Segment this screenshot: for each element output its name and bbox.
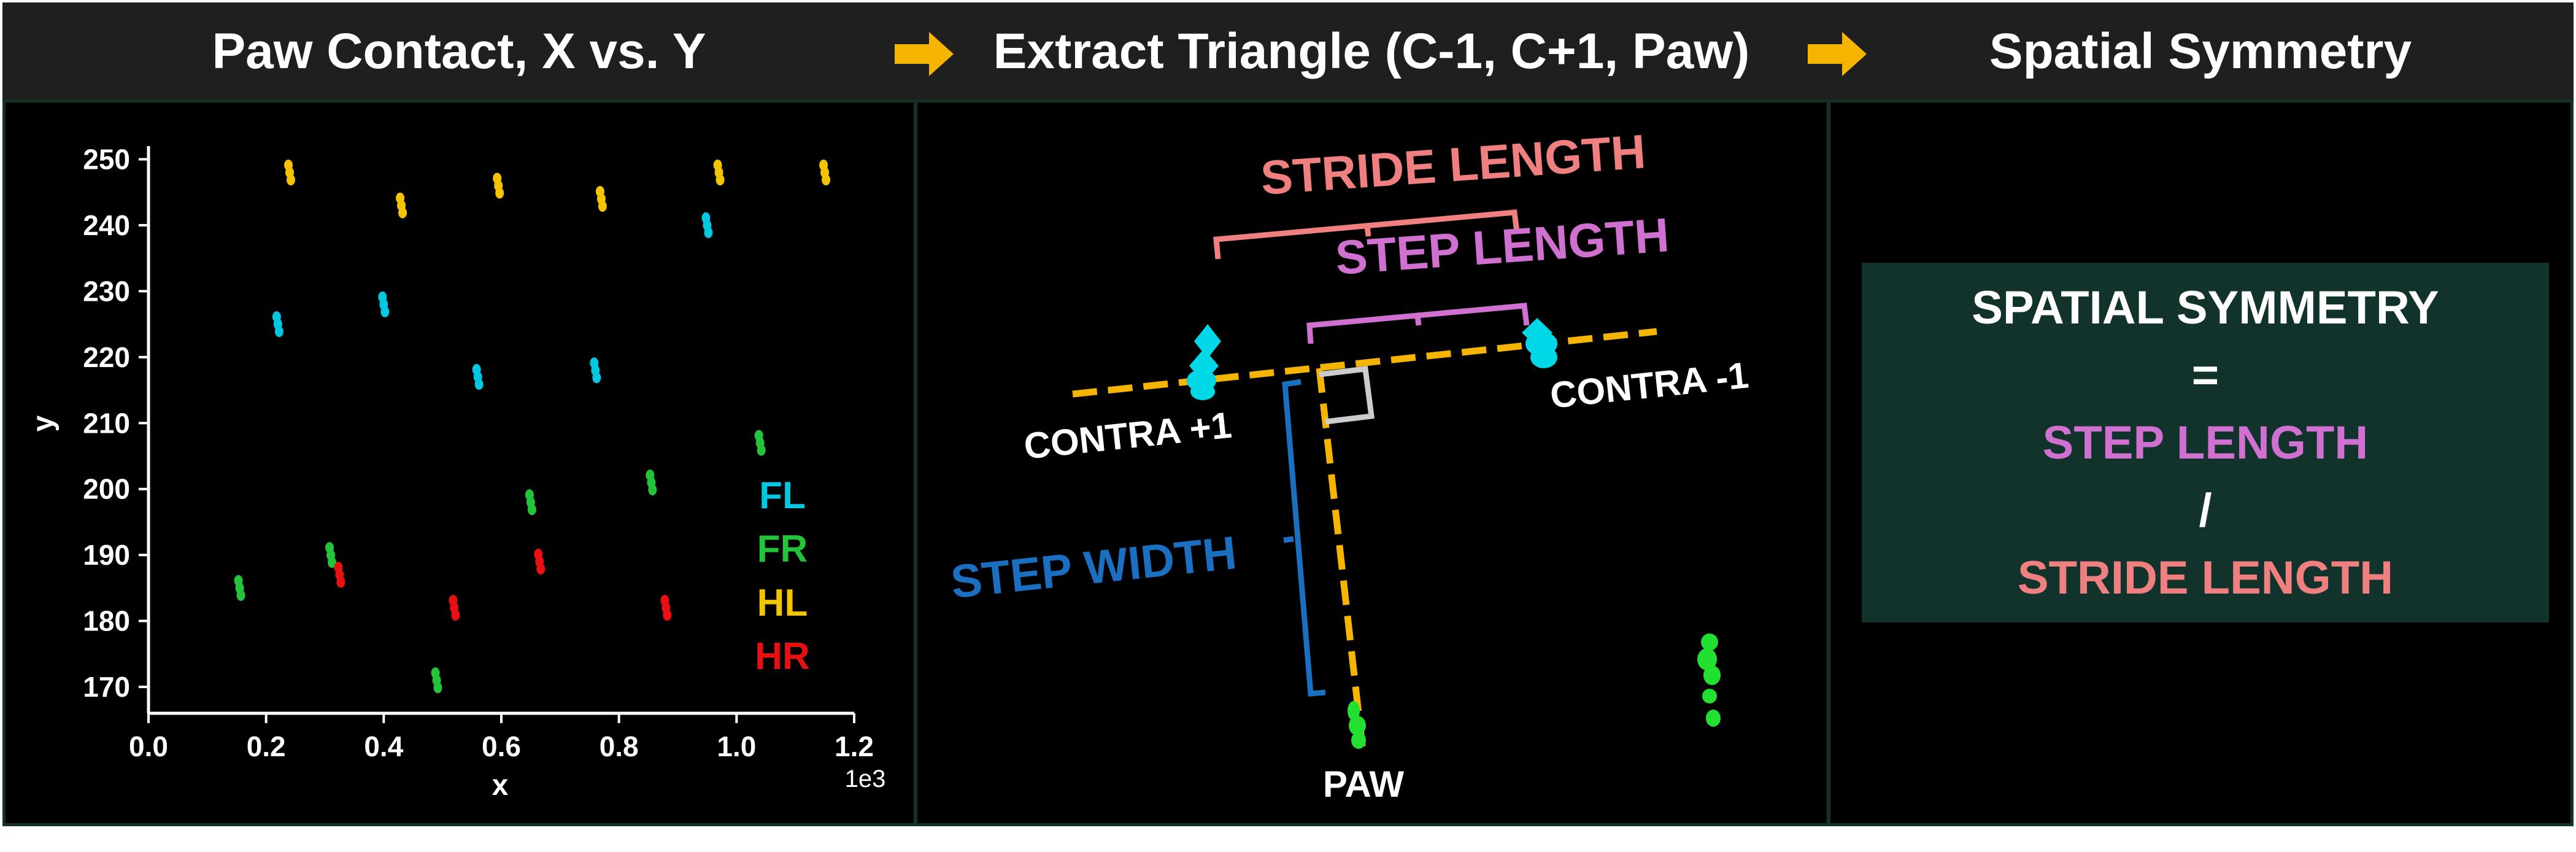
data-point-fr <box>431 667 442 694</box>
data-point-fr <box>754 430 766 456</box>
contra-minus-paw <box>1522 318 1557 368</box>
data-point-hl <box>819 159 831 185</box>
formula-numerator: STEP LENGTH <box>2042 417 2369 469</box>
data-point-fr <box>234 575 245 601</box>
extra-paw-cluster <box>1697 633 1721 727</box>
x-axis-label: x <box>492 769 509 802</box>
header-bar-3: Spatial Symmetry <box>1827 2 2574 101</box>
data-point-fl <box>701 212 713 238</box>
header-bar-1: Paw Contact, X vs. Y <box>2 2 916 101</box>
data-point-fr <box>325 542 337 568</box>
paw-point <box>1348 701 1366 749</box>
contra-plus-paw <box>1187 324 1221 400</box>
y-tick-label: 200 <box>83 473 130 505</box>
contra-line <box>1072 328 1657 398</box>
y-tick-label: 170 <box>83 671 130 703</box>
y-tick-label: 230 <box>83 275 130 307</box>
formula-denominator: STRIDE LENGTH <box>2017 552 2394 604</box>
header-bar-2: Extract Triangle (C-1, C+1, Paw) <box>916 2 1827 101</box>
panel1-title: Paw Contact, X vs. Y <box>212 23 706 79</box>
width-label: STEP WIDTH <box>949 527 1240 608</box>
data-point-hl <box>284 159 295 185</box>
x-tick-label: 0.4 <box>364 730 403 762</box>
x-tick-label: 0.0 <box>129 730 168 762</box>
x-tick-label: 1.2 <box>835 730 874 762</box>
y-axis-label: y <box>27 415 60 432</box>
formula-divide: / <box>2199 484 2212 536</box>
right-angle-marker <box>1319 366 1375 425</box>
x-tick-label: 1.0 <box>717 730 756 762</box>
y-tick-label: 190 <box>83 539 130 571</box>
y-tick-label: 180 <box>83 605 130 637</box>
data-point-hl <box>396 192 407 219</box>
formula-equals: = <box>2191 349 2219 401</box>
x-axis-scale-note: 1e3 <box>845 765 886 792</box>
x-tick-label: 0.2 <box>247 730 286 762</box>
panel2-title: Extract Triangle (C-1, C+1, Paw) <box>993 23 1750 79</box>
data-point-hl <box>713 159 725 185</box>
legend-entry-fr: FR <box>757 528 808 570</box>
data-point-hr <box>334 562 345 588</box>
x-tick-label: 0.8 <box>600 730 639 762</box>
x-tick-label: 0.6 <box>482 730 521 762</box>
panel3-title: Spatial Symmetry <box>1989 23 2412 79</box>
y-tick-label: 250 <box>83 143 130 175</box>
legend-entry-hl: HL <box>757 582 808 624</box>
stride-bracket <box>1213 209 1520 260</box>
data-point-hl <box>595 185 607 212</box>
data-point-hr <box>660 595 672 621</box>
arrow-right-icon <box>1808 32 1867 76</box>
y-tick-label: 220 <box>83 341 130 373</box>
legend-entry-hr: HR <box>755 635 810 678</box>
data-point-fl <box>472 364 484 390</box>
data-point-hl <box>493 172 504 199</box>
legend-entry-fl: FL <box>759 474 806 517</box>
arrow-right-icon <box>895 32 954 76</box>
data-point-fr <box>646 469 657 495</box>
step-label: STEP LENGTH <box>1333 207 1670 285</box>
step-bracket <box>1306 303 1530 344</box>
data-point-hr <box>449 595 460 621</box>
panel-scatter <box>2 99 917 826</box>
panel-triangle <box>914 99 1830 826</box>
paw-label: PAW <box>1323 764 1405 805</box>
y-tick-label: 240 <box>83 209 130 241</box>
contra-minus-label: CONTRA -1 <box>1548 354 1751 416</box>
width-bracket <box>1282 379 1326 697</box>
stride-label: STRIDE LENGTH <box>1259 124 1648 205</box>
data-point-fl <box>272 311 283 338</box>
y-tick-label: 210 <box>83 407 130 439</box>
data-point-fl <box>590 357 601 384</box>
contra-plus-label: CONTRA +1 <box>1022 405 1234 467</box>
perpendicular-line <box>1316 368 1367 757</box>
formula-box: SPATIAL SYMMETRY = STEP LENGTH / STRIDE … <box>1862 263 2549 622</box>
data-point-hr <box>534 548 546 575</box>
data-point-fr <box>525 489 536 516</box>
data-point-fl <box>378 291 390 317</box>
formula-title: SPATIAL SYMMETRY <box>1972 282 2439 334</box>
